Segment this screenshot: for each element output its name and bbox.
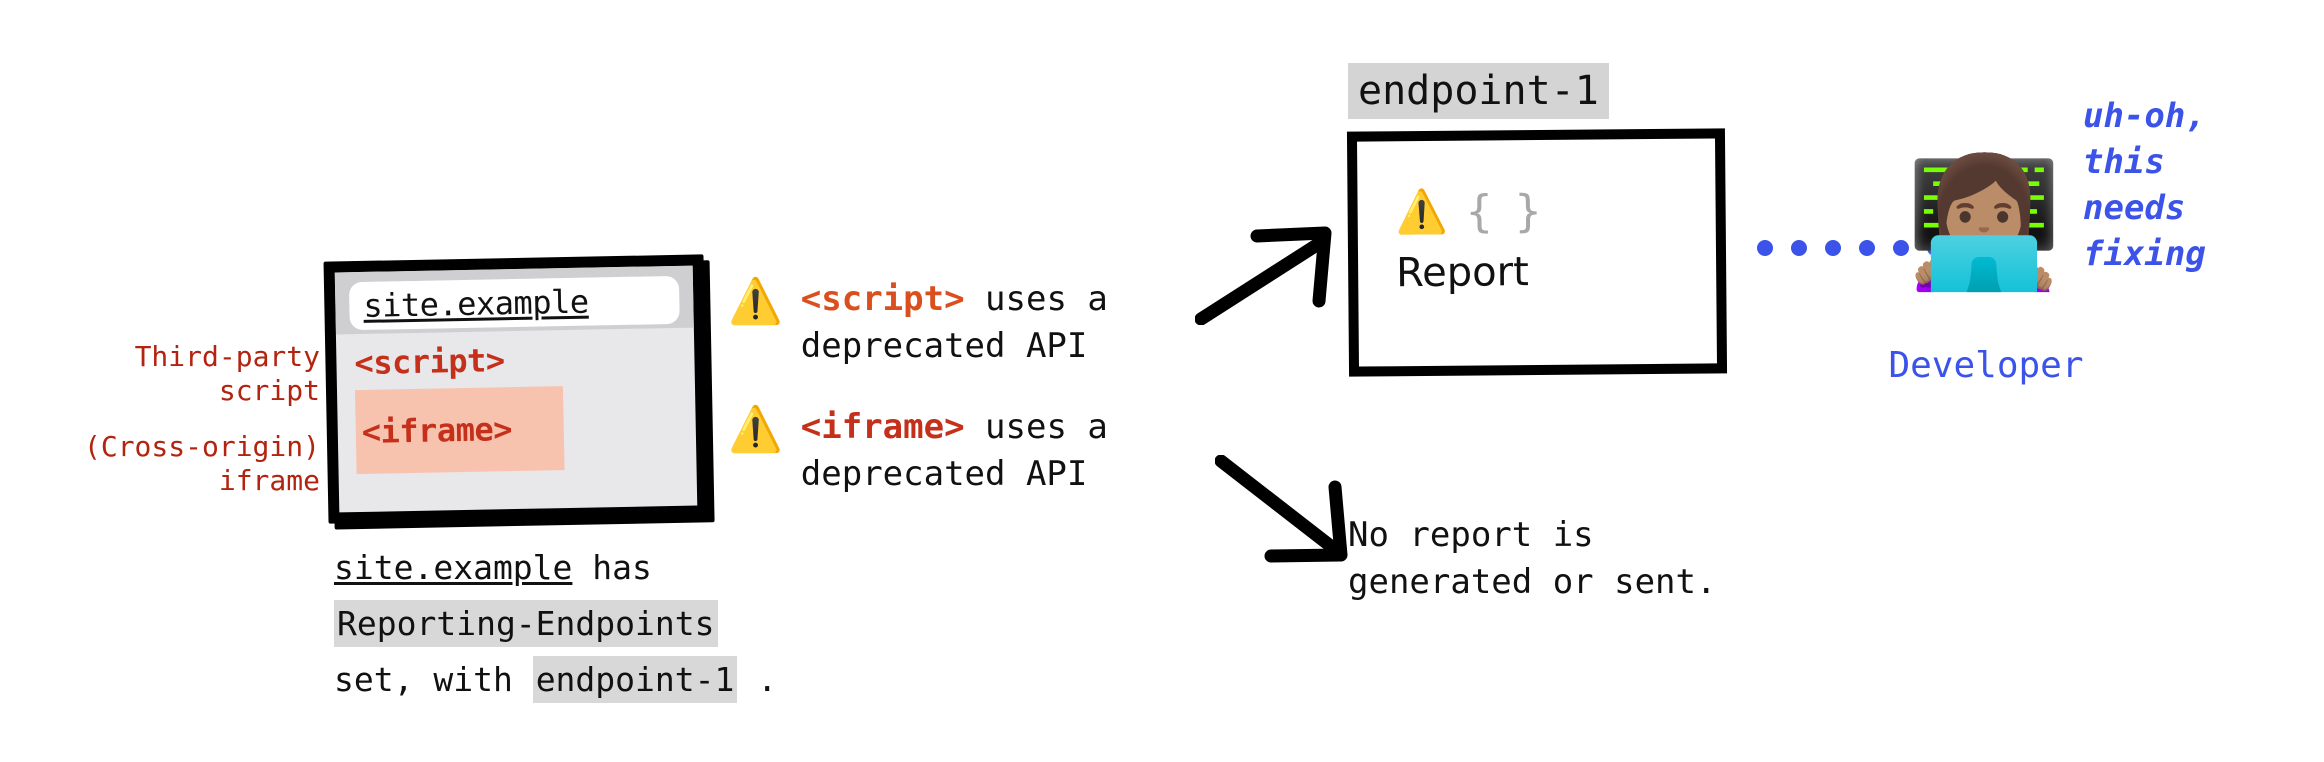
thought-line: this (2083, 142, 2165, 182)
annotation-line: (Cross-origin) (83, 430, 320, 463)
thought-line: fixing (2083, 234, 2206, 274)
connector-dot (1859, 240, 1875, 256)
connector-dot (1927, 240, 1943, 256)
json-braces-icon: { } (1465, 185, 1540, 238)
arrow-down-to-no-report-icon (1215, 455, 1348, 563)
thought-line: needs (2083, 188, 2186, 228)
warning-line-1: <script> uses a (801, 276, 1108, 323)
warning-text-iframe: <iframe> uses a deprecated API (801, 404, 1108, 498)
browser-window-mockup: site.example <script> <iframe> (323, 254, 715, 530)
report-box: ⚠️ { } Report (1346, 128, 1728, 377)
developer-thought-text: uh-oh, this needs fixing (2083, 93, 2206, 277)
site-caption-line-1-rest: has (572, 548, 652, 587)
warning-triangle-icon: ⚠️ (728, 276, 783, 327)
connector-dot (1893, 240, 1909, 256)
no-report-line-1: No report is (1348, 515, 1594, 555)
report-box-frame: ⚠️ { } Report (1346, 128, 1728, 377)
iframe-highlight-box: <iframe> (354, 386, 565, 475)
endpoint-1-chip: endpoint-1 (532, 656, 738, 703)
report-title: Report (1395, 249, 1529, 297)
site-caption-site-name: site.example (334, 548, 573, 587)
connector-dot (1757, 240, 1773, 256)
annotation-line: Third-party (134, 340, 320, 373)
warning-triangle-icon: ⚠️ (1395, 186, 1449, 237)
thought-line: uh-oh, (2083, 96, 2206, 136)
dotted-connector (1757, 240, 1943, 256)
warning-triangle-icon: ⚠️ (728, 404, 783, 455)
site-caption-line-3-prefix: set, with (334, 660, 533, 699)
site-caption-line-3-suffix: . (737, 660, 778, 699)
site-caption-line-3: set, with endpoint-1 . (334, 652, 777, 708)
script-tag-label: <script> (354, 341, 505, 383)
arrow-up-to-report-icon (1195, 226, 1332, 325)
warning-text-script: <script> uses a deprecated API (801, 276, 1108, 370)
warning-script-tag: <script> (800, 279, 965, 319)
annotation-labels: Third-party script (Cross-origin) iframe (40, 340, 320, 498)
browser-toolbar: site.example (334, 265, 694, 335)
site-caption-line-2: Reporting-Endpoints (334, 596, 777, 652)
warning-line-1-rest: uses a (964, 279, 1108, 319)
warning-iframe-tag: <iframe> (800, 407, 965, 447)
warning-line-1: <iframe> uses a (801, 404, 1108, 451)
annotation-line: iframe (218, 464, 320, 497)
no-report-line-2: generated or sent. (1348, 562, 1717, 602)
site-caption: site.example has Reporting-Endpoints set… (334, 540, 777, 708)
warning-row-iframe: ⚠️ <iframe> uses a deprecated API (728, 404, 1108, 498)
developer-label: Developer (1888, 345, 2084, 386)
reporting-endpoints-chip: Reporting-Endpoints (334, 600, 718, 647)
warning-line-1-rest: uses a (964, 407, 1108, 447)
no-report-text: No report is generated or sent. (1348, 512, 1716, 606)
warning-line-2: deprecated API (800, 454, 1088, 494)
report-icons-row: ⚠️ { } (1395, 182, 1715, 239)
report-box-inner: ⚠️ { } Report (1357, 138, 1717, 367)
warning-line-2: deprecated API (800, 326, 1088, 366)
iframe-tag-label: <iframe> (361, 410, 513, 451)
browser-window-frame: site.example <script> <iframe> (323, 254, 709, 524)
address-bar-url: site.example (363, 282, 589, 325)
annotation-cross-origin-iframe: (Cross-origin) iframe (40, 430, 320, 498)
warning-row-script: ⚠️ <script> uses a deprecated API (728, 276, 1108, 370)
annotation-third-party-script: Third-party script (40, 340, 320, 408)
address-bar[interactable]: site.example (348, 275, 680, 331)
endpoint-1-label: endpoint-1 (1348, 63, 1609, 119)
site-caption-line-1: site.example has (334, 540, 777, 596)
woman-technologist-icon: 👩🏽‍💻 (1905, 149, 2063, 296)
browser-page-content: <script> <iframe> (336, 328, 697, 475)
developer-figure: 👩🏽‍💻 (1904, 160, 2064, 286)
connector-dot (1825, 240, 1841, 256)
annotation-line: script (218, 374, 320, 407)
connector-dot (1791, 240, 1807, 256)
browser-chrome-body: site.example <script> <iframe> (334, 265, 698, 513)
